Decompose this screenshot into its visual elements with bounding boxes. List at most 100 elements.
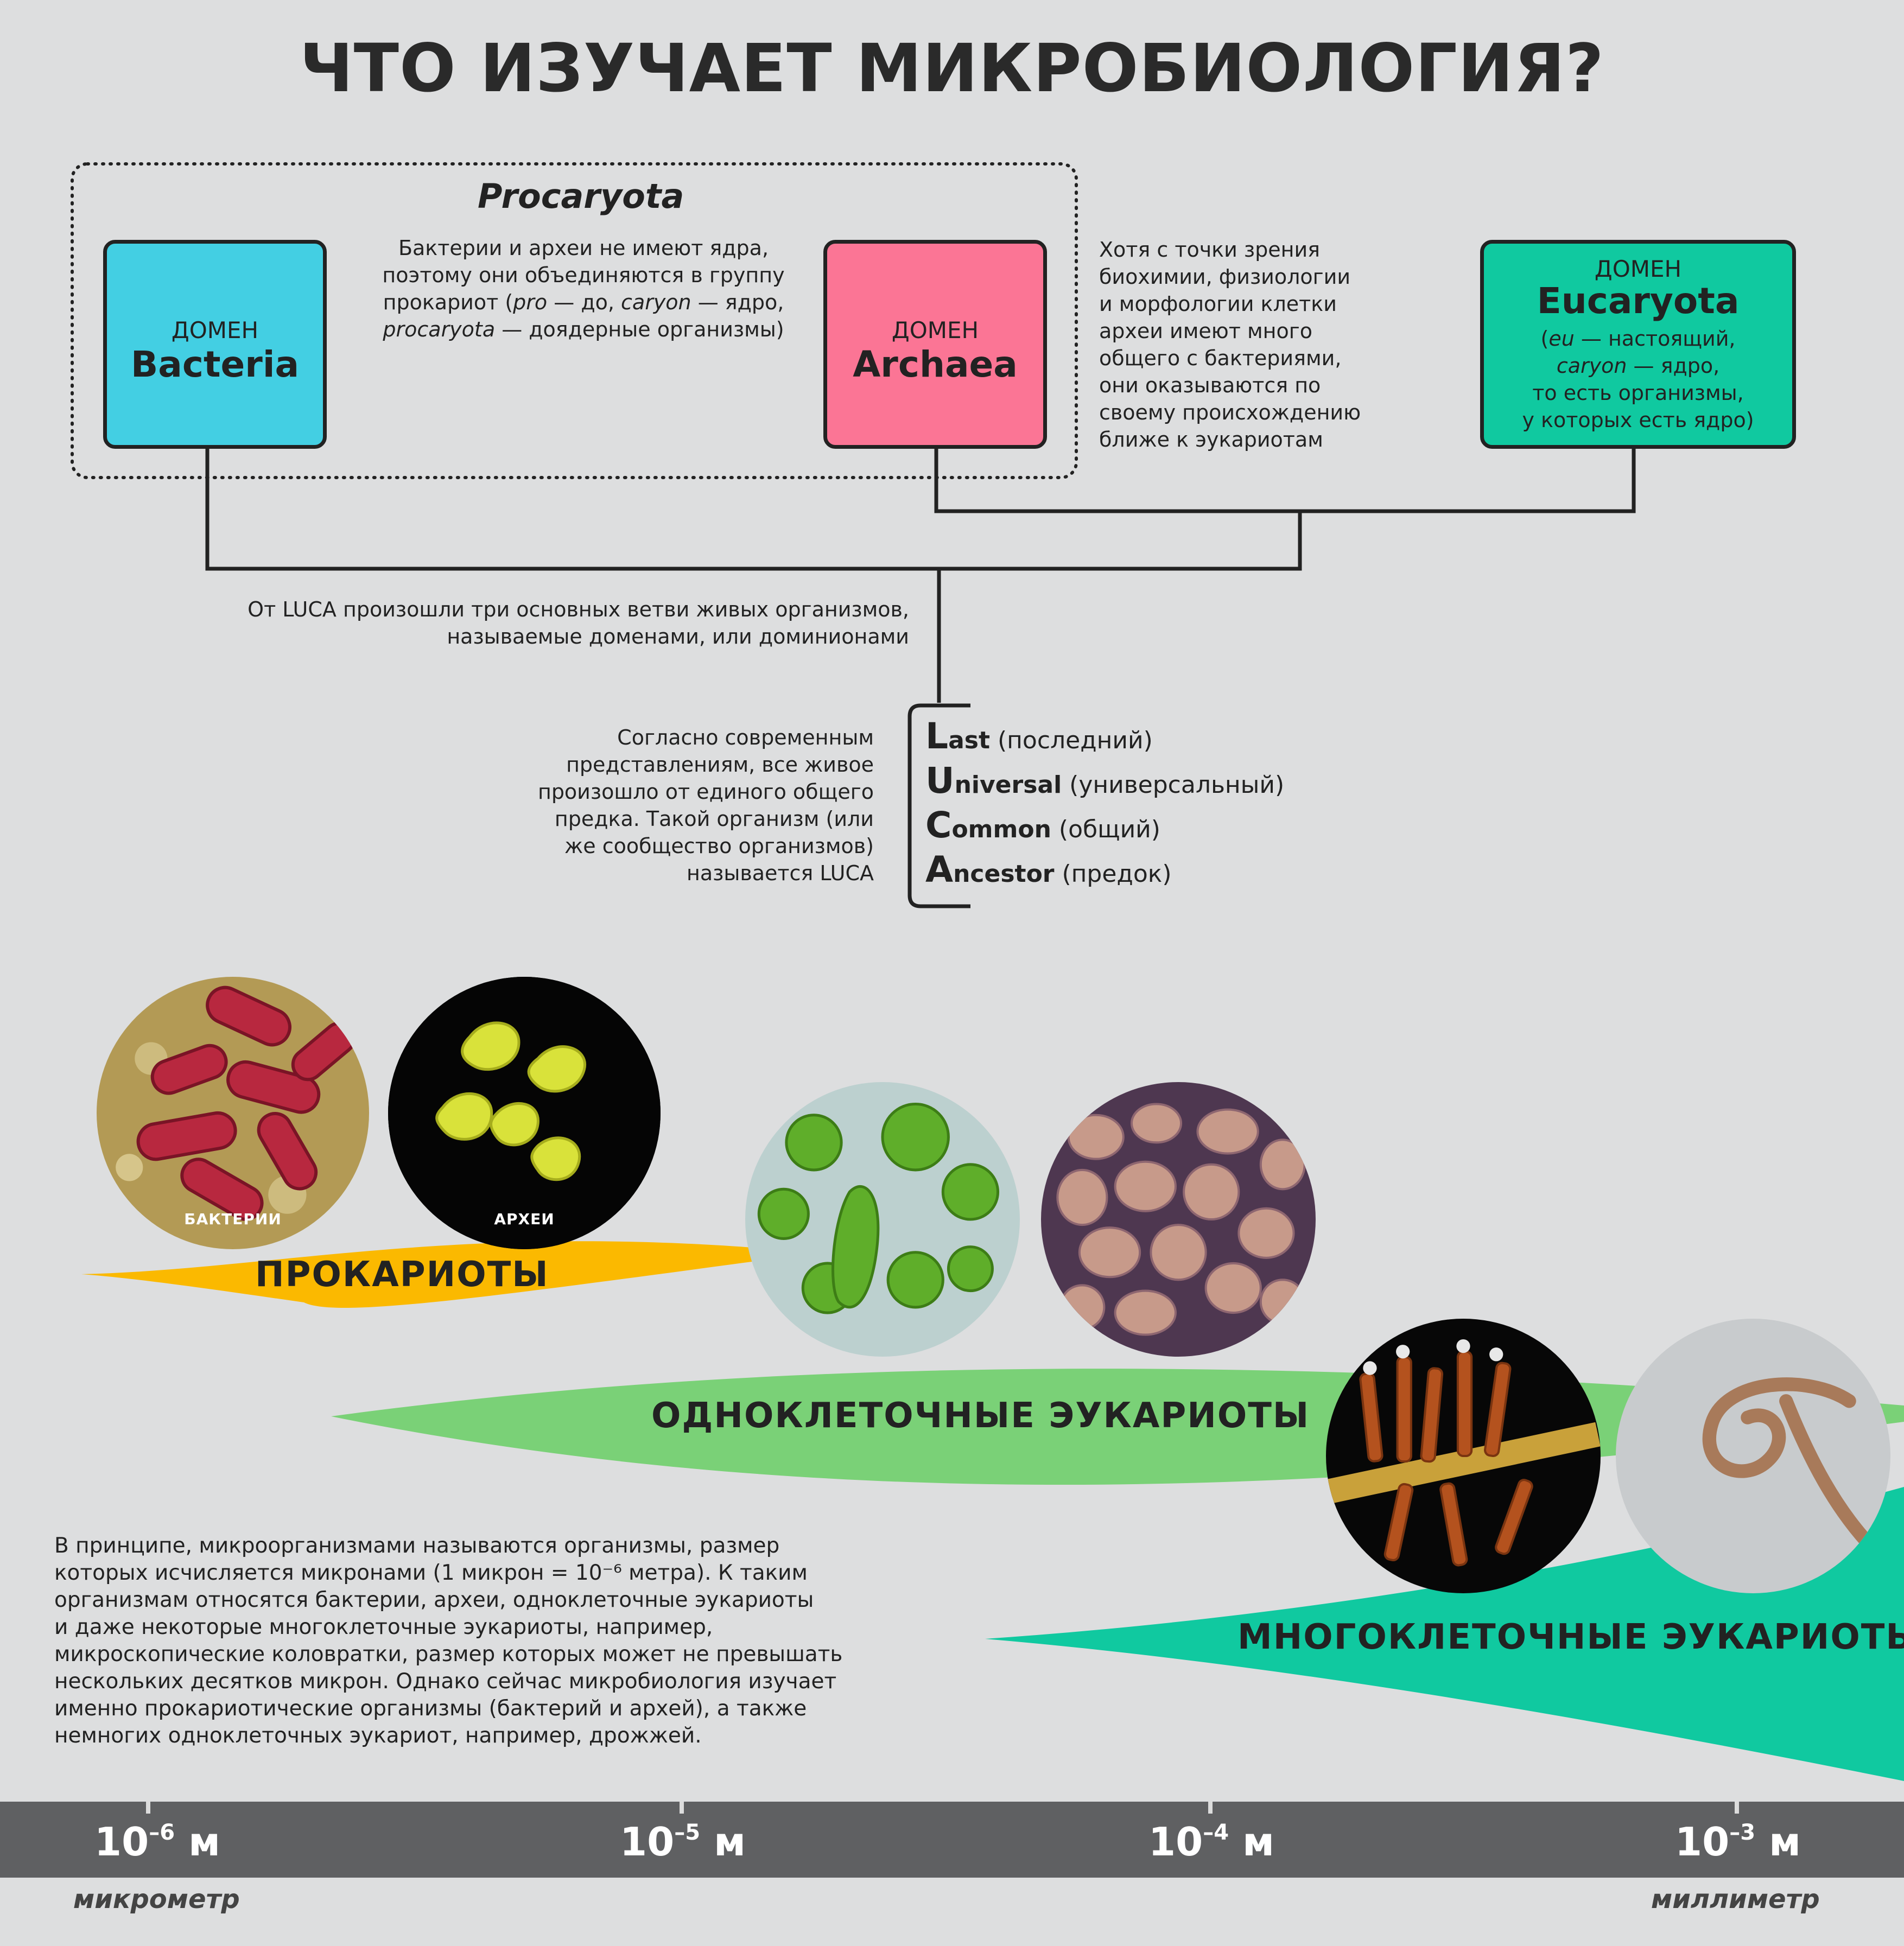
text-line: предка. Такой организм (или [554,807,874,831]
luca-letter: L [925,715,949,757]
tick-base: 10 [94,1819,149,1865]
text-line: поэтому они объединяются в группу [382,263,785,287]
scale-label-millimeter: 10–3 м [1657,1819,1819,1865]
tick-unit: м [1229,1819,1274,1865]
luca-word: ommon [951,816,1051,843]
text-line: то есть организмы, [1532,381,1744,405]
text-line: организмам относятся бактерии, археи, од… [54,1588,814,1612]
text-line: археи имеют много [1099,319,1312,343]
description-paragraph: В принципе, микроорганизмами называются … [54,1532,923,1750]
prokaryotes-band [81,1241,792,1308]
tick-exponent: –4 [1203,1820,1229,1845]
rotifer-colony-micrograph [1326,1319,1601,1593]
archaea-micrograph: АРХЕИ [388,977,661,1249]
multicellular-band-label: МНОГОКЛЕТОЧНЫЕ ЭУКАРИОТЫ [1237,1617,1904,1657]
luca-row-ancestor: Ancestor (предок) [925,849,1172,891]
yeast-micrograph [1041,1082,1316,1357]
luca-branch-note: От LUCA произошли три основных ветви жив… [206,596,909,650]
unicellular-band-label: ОДНОКЛЕТОЧНЫЕ ЭУКАРИОТЫ [651,1396,1310,1436]
text-line: и морфологии клетки [1099,292,1337,316]
text-line: В принципе, микроорганизмами называются … [54,1534,780,1558]
luca-translation: (общий) [1051,816,1160,843]
text-line: Бактерии и археи не имеют ядра, [398,236,769,260]
bacteria-image-label: БАКТЕРИИ [184,1210,282,1228]
domain-label: ДОМЕН [171,317,259,344]
domain-name: Eucaryota [1537,280,1740,322]
text-line: общего с бактериями, [1099,346,1342,370]
scale-tick [1735,1802,1739,1814]
luca-bracket [907,703,970,908]
bacteria-image [97,977,369,1249]
tick-unit: м [700,1819,746,1865]
phylogeny-tree [71,162,1636,908]
luca-letter: U [925,760,955,802]
luca-word: niversal [954,771,1062,799]
nematode-image [1616,1319,1890,1593]
text-line: caryon — ядро, [1556,354,1720,378]
luca-letter: C [925,804,952,846]
unicellular-algae-micrograph [745,1082,1020,1357]
text-line: procaryota — доядерные организмы) [383,317,784,341]
luca-letter: A [925,849,954,891]
luca-translation: (предок) [1054,860,1172,888]
text-line: называемые доменами, или доминионами [447,625,909,648]
text-line: биохимии, физиологии [1099,265,1351,289]
luca-note: Согласно современным представлениям, все… [478,724,874,887]
luca-translation: (универсальный) [1062,771,1285,799]
archaea-image-label: АРХЕИ [494,1210,555,1228]
luca-word: ast [948,727,990,754]
domain-label: ДОМЕН [1594,256,1682,282]
archaea-branch-line [934,446,1636,513]
domain-label: ДОМЕН [891,317,979,344]
tick-exponent: –5 [674,1820,701,1845]
text-line: представлениям, все живое [566,753,874,777]
rotifer-colony-image [1326,1319,1601,1593]
tick-base: 10 [620,1819,675,1865]
scale-label-100um: 10–4 м [1130,1819,1293,1865]
text-line: называется LUCA [687,861,874,885]
text-line: они оказываются по [1099,373,1321,397]
text-line: немногих одноклеточных эукариот, наприме… [54,1724,702,1748]
procaryota-description: Бактерии и археи не имеют ядра, поэтому … [364,234,803,343]
nematode-micrograph [1616,1319,1890,1593]
scale-tick [680,1802,684,1814]
page-title: ЧТО ИЗУЧАЕТ МИКРОБИОЛОГИЯ? [300,30,1604,107]
luca-translation: (последний) [989,727,1153,754]
text-line: От LUCA произошли три основных ветви жив… [247,597,909,621]
domain-name: Archaea [853,344,1018,385]
unit-label-micrometer: микрометр [73,1884,240,1915]
tick-unit: м [175,1819,220,1865]
text-line: ближе к эукариотам [1099,428,1323,451]
text-line: произошло от единого общего [537,780,874,804]
archaea-note: Хотя с точки зрения биохимии, физиологии… [1099,236,1446,453]
domain-eucaryota-box: ДОМЕН Eucaryota (eu — настоящий, caryon … [1480,240,1796,449]
tick-unit: м [1755,1819,1801,1865]
luca-word: ncestor [953,860,1055,888]
text-line: Хотя с точки зрения [1099,238,1320,262]
text-line: именно прокариотические организмы (бакте… [54,1696,807,1721]
eucaryota-junction-line [939,511,1302,571]
scale-tick [146,1802,150,1814]
domain-name: Bacteria [131,344,299,385]
text-line: микроскопические коловратки, размер кото… [54,1642,843,1667]
tick-exponent: –3 [1729,1820,1756,1845]
domain-description: (eu — настоящий, caryon — ядро, то есть … [1484,325,1792,434]
text-line: нескольких десятков микрон. Однако сейча… [54,1669,837,1694]
scale-label-micrometer: 10–6 м [76,1819,239,1865]
yeast-image [1041,1082,1316,1357]
text-line: (eu — настоящий, [1540,327,1736,351]
scale-label-10um: 10–5 м [601,1819,764,1865]
domain-bacteria-box: ДОМЕН Bacteria [103,240,327,449]
text-line: Согласно современным [617,726,874,749]
bacteria-micrograph: БАКТЕРИИ [97,977,369,1249]
size-scale-bar [0,1802,1904,1878]
tick-base: 10 [1148,1819,1203,1865]
prokaryotes-band-label: ПРОКАРИОТЫ [255,1255,549,1295]
domain-archaea-box: ДОМЕН Archaea [823,240,1047,449]
algae-image [745,1082,1020,1357]
text-line: и даже некоторые многоклеточные эукариот… [54,1615,713,1639]
text-line: прокариот (pro — до, caryon — ядро, [383,290,784,314]
procaryota-group-frame [71,162,1078,479]
luca-row-common: Common (общий) [925,804,1160,846]
bacteria-branch-line [205,446,939,571]
